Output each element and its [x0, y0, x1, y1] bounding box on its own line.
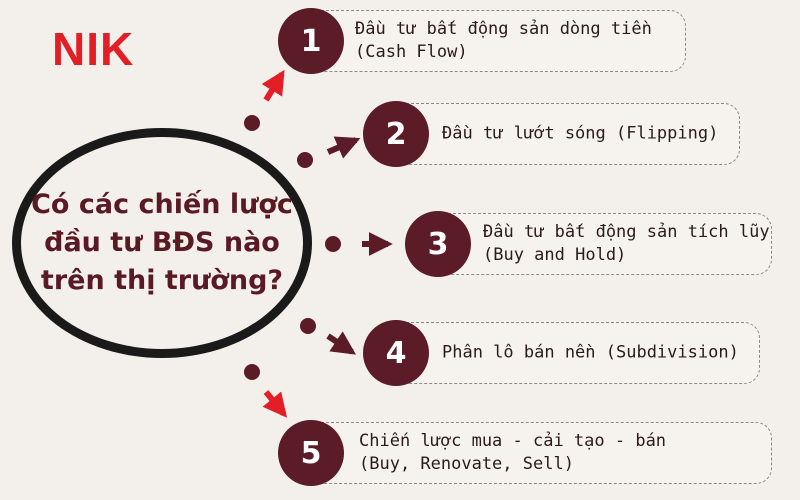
connector-dot-1	[244, 115, 260, 131]
strategy-1-badge: 1	[278, 8, 344, 74]
strategy-1-text: Đầu tư bất động sản dòng tiền (Cash Flow…	[355, 19, 652, 62]
strategy-5-pill: Chiến lược mua - cải tạo - bán (Buy, Ren…	[300, 422, 772, 484]
connector-dot-2	[297, 152, 313, 168]
arrow-2	[326, 136, 361, 159]
connector-dot-4	[300, 318, 316, 334]
strategy-2-pill: Đầu tư lướt sóng (Flipping)	[385, 103, 740, 165]
strategy-3-pill: Đầu tư bất động sản tích lũy (Buy and Ho…	[427, 213, 772, 275]
strategy-4-text: Phân lô bán nền (Subdivision)	[442, 342, 739, 363]
strategy-3-text: Đầu tư bất động sản tích lũy (Buy and Ho…	[483, 222, 770, 265]
strategy-2-text: Đầu tư lướt sóng (Flipping)	[442, 123, 719, 144]
arrow-5	[262, 390, 288, 418]
center-question-ring: Có các chiến lược đầu tư BĐS nào trên th…	[12, 128, 312, 358]
strategy-4-badge: 4	[363, 320, 429, 386]
strategy-4-pill: Phân lô bán nền (Subdivision)	[385, 322, 760, 384]
connector-dot-5	[244, 364, 260, 380]
strategy-3-badge: 3	[405, 211, 471, 277]
strategy-5-badge: 5	[278, 420, 344, 486]
connector-dot-3	[325, 236, 341, 252]
arrow-4	[326, 331, 356, 355]
nik-logo: NIK	[52, 23, 135, 75]
strategy-2-badge: 2	[363, 101, 429, 167]
strategy-5-text: Chiến lược mua - cải tạo - bán (Buy, Ren…	[359, 431, 667, 474]
arrow-1	[261, 69, 285, 102]
strategy-1-pill: Đầu tư bất động sản dòng tiền (Cash Flow…	[300, 10, 686, 72]
center-question: Có các chiến lược đầu tư BĐS nào trên th…	[31, 189, 293, 296]
